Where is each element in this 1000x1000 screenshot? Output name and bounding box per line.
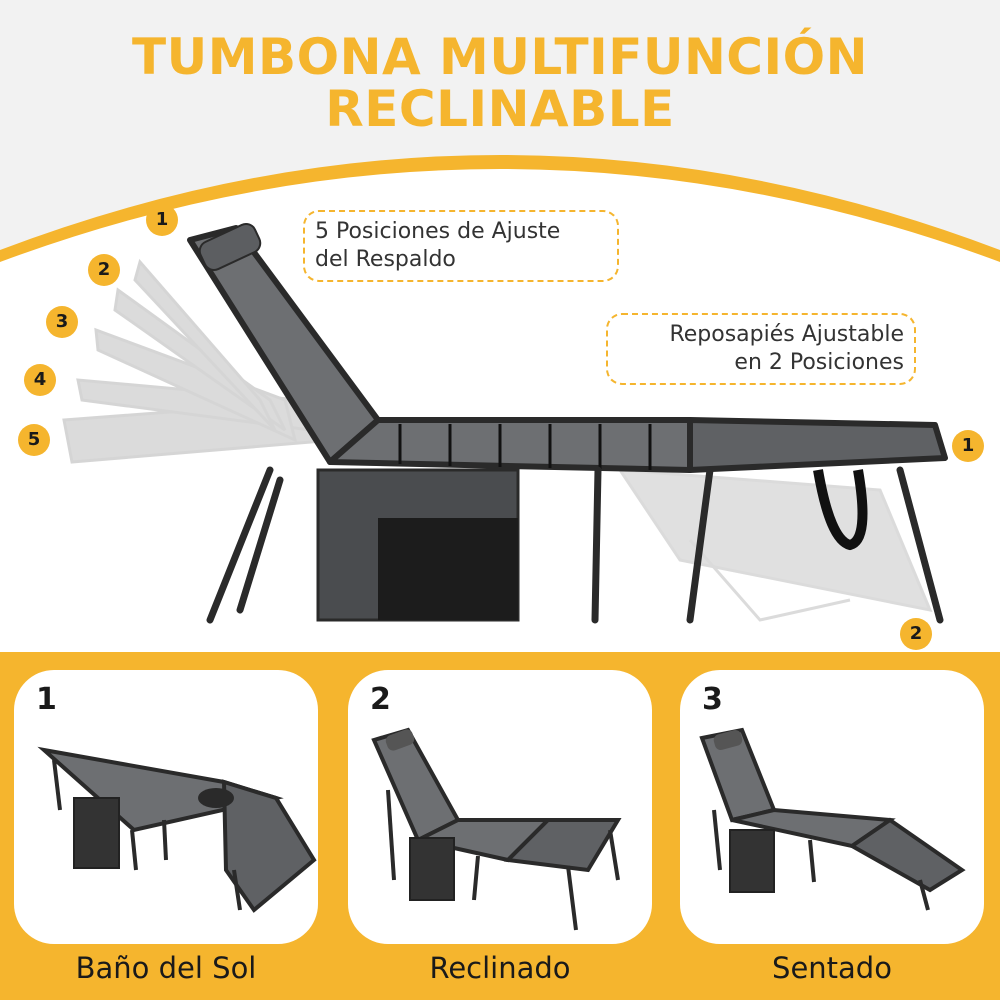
backrest-badge-2: 2 bbox=[88, 254, 120, 286]
backrest-badge-4: 4 bbox=[24, 364, 56, 396]
legs bbox=[206, 466, 944, 624]
panel-seated: 3 bbox=[680, 670, 984, 944]
backrest-callout-line-2: del Respaldo bbox=[315, 247, 456, 272]
caption-reclined: Reclinado bbox=[429, 951, 571, 985]
page-title-line-1: TUMBONA MULTIFUNCIÓN bbox=[132, 28, 868, 86]
caption-seated: Sentado bbox=[772, 951, 892, 985]
backrest-badge-5: 5 bbox=[18, 424, 50, 456]
backrest-badge-1: 1 bbox=[146, 204, 178, 236]
panel-reclined: 2 bbox=[348, 670, 652, 944]
ghost-footrest bbox=[617, 468, 933, 622]
pillow bbox=[198, 223, 262, 271]
panel-number-2: 2 bbox=[370, 682, 391, 717]
backrest-callout-line-1: 5 Posiciones de Ajuste bbox=[315, 219, 561, 244]
sunbathing-illustration bbox=[37, 746, 317, 913]
seated-illustration bbox=[699, 727, 966, 911]
carry-handle bbox=[813, 469, 868, 551]
page-title-line-2: RECLINABLE bbox=[325, 80, 675, 138]
lacing bbox=[398, 424, 652, 470]
footrest-callout-line-2: en 2 Posiciones bbox=[734, 350, 904, 375]
footrest-badge-2: 2 bbox=[900, 618, 932, 650]
footrest bbox=[687, 417, 948, 473]
face-hole-icon bbox=[198, 788, 234, 808]
footrest-callout-line-1: Reposapiés Ajustable bbox=[669, 322, 904, 347]
reclined-illustration bbox=[371, 727, 622, 931]
panel-number-3: 3 bbox=[702, 682, 723, 717]
caption-sunbathing: Baño del Sol bbox=[75, 951, 257, 985]
backrest-callout: 5 Posiciones de Ajuste del Respaldo bbox=[303, 210, 619, 282]
backrest-badge-3: 3 bbox=[46, 306, 78, 338]
panel-sunbathing: 1 bbox=[14, 670, 318, 944]
main-lounger-illustration bbox=[62, 223, 948, 624]
footrest-badge-1: 1 bbox=[952, 430, 984, 462]
mesh-pocket bbox=[378, 518, 518, 620]
panel-number-1: 1 bbox=[36, 682, 57, 717]
seat bbox=[327, 417, 693, 473]
footrest-callout: Reposapiés Ajustable en 2 Posiciones bbox=[606, 313, 916, 385]
